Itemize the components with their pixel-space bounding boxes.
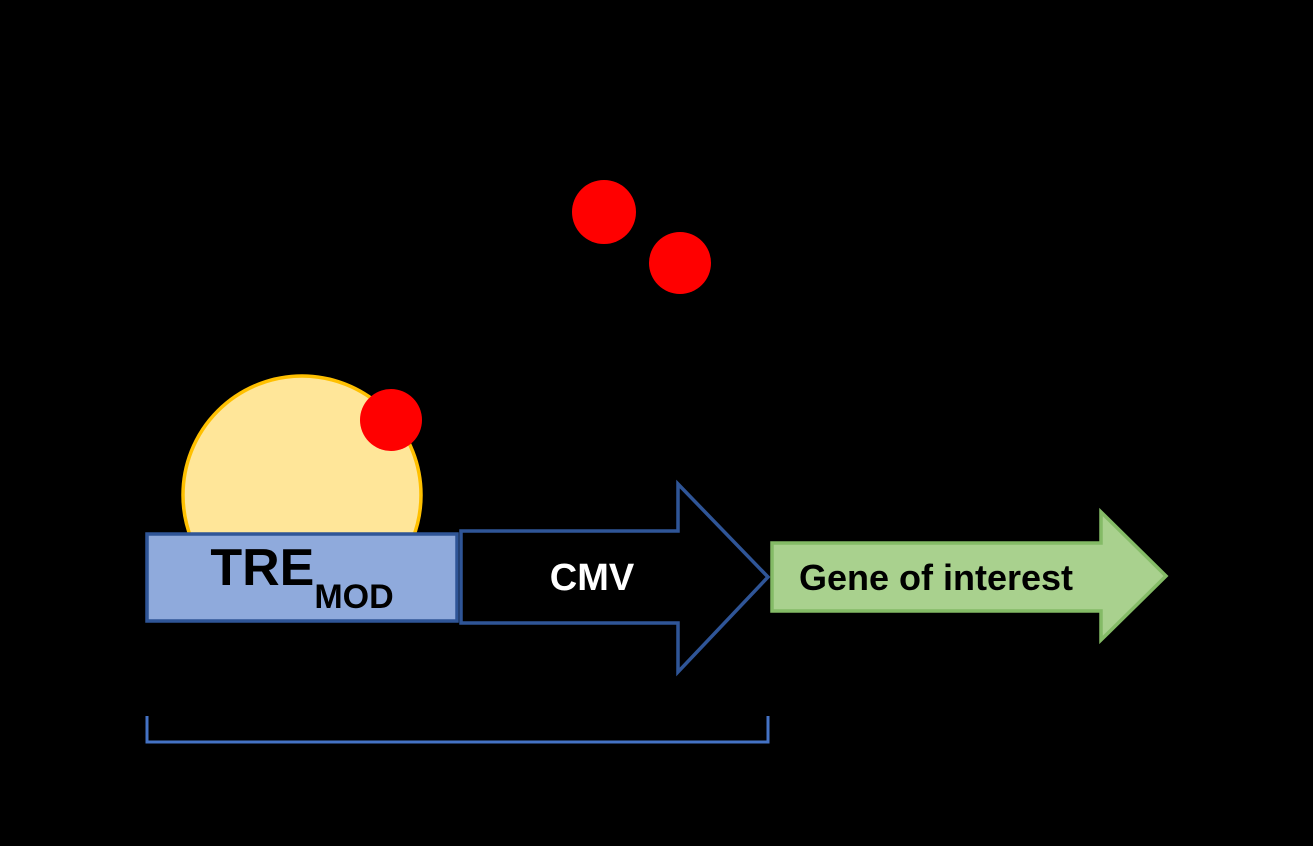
gene-of-interest-label: Gene of interest	[799, 557, 1073, 598]
cmv-promoter-arrow	[459, 479, 771, 677]
gene-of-interest-arrow	[770, 507, 1169, 645]
red-dot-free-2	[649, 232, 711, 294]
tre-label-main: TRE	[210, 539, 314, 597]
tre-mod-label: TREMOD	[210, 539, 393, 616]
tre-mod-box	[145, 532, 459, 623]
cmv-label: CMV	[550, 557, 635, 599]
promoter-region-bracket	[145, 716, 770, 744]
red-dot-free-1	[572, 180, 636, 244]
red-dot-bound	[360, 389, 422, 451]
tre-label-subscript: MOD	[314, 578, 393, 616]
